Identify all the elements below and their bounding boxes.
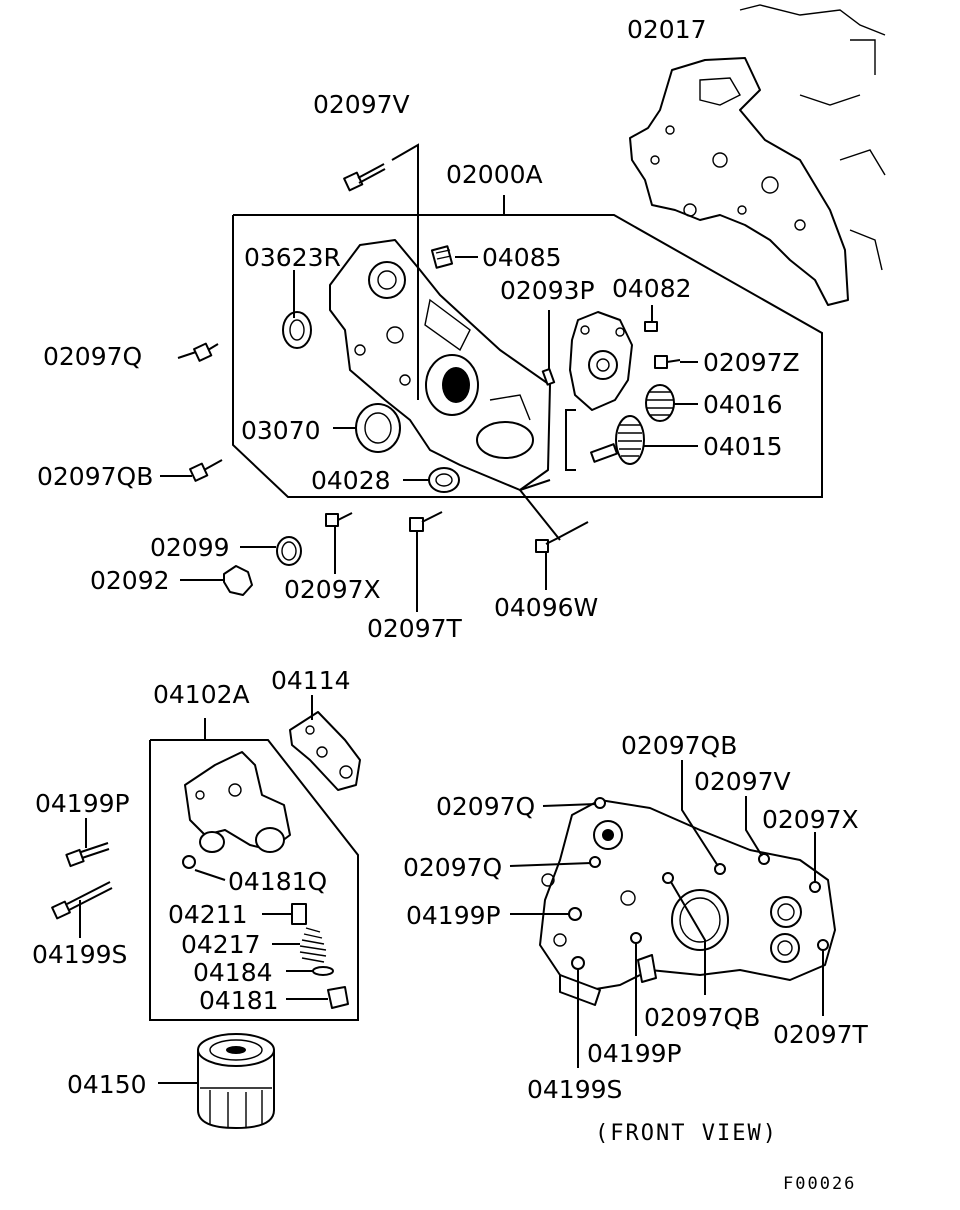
oil-pump-cover-illustration <box>569 311 633 411</box>
oil-filter-04150-illustration <box>158 1033 275 1129</box>
oil-filter-bracket-illustration <box>184 751 291 853</box>
bolt-02097Z-illustration <box>654 355 681 369</box>
plug-04181Q-illustration <box>182 855 226 881</box>
label-02097QB-left: 02097QB <box>37 462 153 491</box>
label-front-view-02097Q-a: 02097Q <box>436 792 535 821</box>
oil-seal-03623R-illustration <box>282 311 312 349</box>
label-front-view-04199P-bottom: 04199P <box>587 1039 682 1068</box>
label-02092: 02092 <box>90 566 170 595</box>
label-04211: 04211 <box>168 900 248 929</box>
label-04028: 04028 <box>311 466 391 495</box>
bolt-04096W-illustration <box>535 537 559 553</box>
label-04199S-left: 04199S <box>32 940 127 969</box>
label-front-view-02097QB-top: 02097QB <box>621 731 737 760</box>
label-04217: 04217 <box>181 930 261 959</box>
label-02097Z: 02097Z <box>703 348 800 377</box>
label-front-view-04199P-left: 04199P <box>406 901 501 930</box>
oil-seal-03070-illustration <box>355 403 401 453</box>
label-04016: 04016 <box>703 390 783 419</box>
timing-cover-gasket-illustration <box>629 4 886 306</box>
label-04181: 04181 <box>199 986 279 1015</box>
bolt-02097T-top-illustration <box>409 511 443 532</box>
label-02099: 02099 <box>150 533 230 562</box>
label-front-view-04199S: 04199S <box>527 1075 622 1104</box>
bolt-02097Q-left-illustration <box>193 342 219 362</box>
front-view-case-illustration <box>539 799 836 1006</box>
pin-02093P-illustration <box>541 368 556 386</box>
bolt-02097V-top-illustration <box>343 163 386 192</box>
label-03070: 03070 <box>241 416 321 445</box>
bolt-04199S-left-illustration <box>51 881 113 938</box>
bolt-02097V-leader <box>391 143 419 400</box>
oil-seal-04028-illustration <box>428 467 460 493</box>
bolt-02097QB-left-illustration <box>189 459 223 482</box>
bolt-02097X-top-illustration <box>325 512 353 527</box>
oil-pump-kit-outline <box>232 195 823 498</box>
ring-02099-illustration <box>276 536 302 566</box>
front-view-leader-lines <box>509 760 824 1068</box>
label-04150: 04150 <box>67 1070 147 1099</box>
spring-04217-illustration <box>272 927 327 963</box>
case-bracket-line <box>518 479 561 541</box>
label-02000A: 02000A <box>446 160 543 189</box>
label-front-view-02097T: 02097T <box>773 1020 869 1049</box>
leader-lines-top <box>160 256 698 612</box>
gear-shaft-04015-illustration <box>590 415 645 465</box>
label-02093P: 02093P <box>500 276 595 305</box>
gasket-02092-illustration <box>223 565 253 596</box>
front-view-caption: (FRONT VIEW) <box>595 1121 778 1146</box>
label-front-view-02097Q-b: 02097Q <box>403 853 502 882</box>
label-front-view-02097QB-bottom: 02097QB <box>644 1003 760 1032</box>
front-case-illustration <box>329 239 551 491</box>
label-02097T-top: 02097T <box>367 614 463 643</box>
label-front-view-02097V: 02097V <box>694 767 791 796</box>
label-04181Q: 04181Q <box>228 867 327 896</box>
label-04082: 04082 <box>612 274 692 303</box>
label-02017: 02017 <box>627 15 707 44</box>
label-04015: 04015 <box>703 432 783 461</box>
gasket-04114-illustration <box>289 711 361 791</box>
front-view-bolt-markers <box>568 797 829 970</box>
gasket-04184-illustration <box>286 966 334 976</box>
valve-04211-illustration <box>262 903 307 925</box>
label-04114: 04114 <box>271 666 351 695</box>
label-04096W: 04096W <box>494 593 598 622</box>
label-front-view-02097X: 02097X <box>762 805 859 834</box>
label-04085: 04085 <box>482 243 562 272</box>
gear-04016-illustration <box>645 384 675 422</box>
label-02097X-top: 02097X <box>284 575 381 604</box>
gear-bracket-line <box>565 409 576 471</box>
label-03623R: 03623R <box>244 243 341 272</box>
bolt-04199P-left-illustration <box>65 818 110 868</box>
label-02097V-top: 02097V <box>313 90 410 119</box>
screw-04082-illustration <box>644 321 658 332</box>
drawing-code: F00026 <box>783 1174 856 1194</box>
oil-filter-bracket-kit-outline <box>149 718 359 1021</box>
label-02097Q-left: 02097Q <box>43 342 142 371</box>
label-04199P-left: 04199P <box>35 789 130 818</box>
label-04184: 04184 <box>193 958 273 987</box>
plug-04085-illustration <box>430 245 454 269</box>
label-04102A: 04102A <box>153 680 250 709</box>
plug-04181-illustration <box>286 986 349 1009</box>
